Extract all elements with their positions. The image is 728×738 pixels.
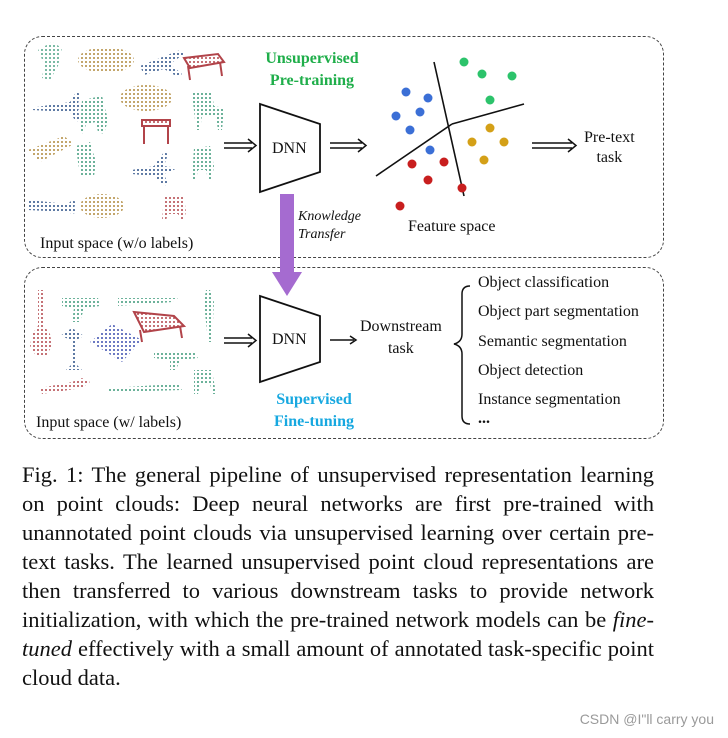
dnn-label-top: DNN: [272, 140, 307, 157]
task-item-ellipsis: ...: [478, 410, 490, 427]
table-cloud: [182, 52, 226, 81]
bed-cloud: [90, 324, 142, 362]
arrow-input-to-dnn-bottom: [224, 333, 258, 348]
knowledge-transfer-line1: Knowledge: [298, 209, 361, 224]
task-item: Object detection: [478, 362, 584, 379]
caption-suffix: effectively with a small amount of annot…: [22, 636, 654, 690]
knife-cloud: [108, 384, 182, 392]
arrow-dnn-to-features: [330, 138, 368, 153]
finetuning-title: Supervised Fine-tuning: [254, 389, 374, 433]
chair-cloud: [194, 370, 216, 394]
feature-space-separators: [375, 61, 525, 197]
chair-cloud: [38, 42, 62, 80]
downstream-task-label: Downstream task: [360, 316, 442, 360]
car-cloud: [78, 47, 134, 73]
task-item: Object classification: [478, 274, 610, 291]
table-cloud: [141, 119, 171, 144]
arrow-input-to-dnn: [224, 138, 258, 153]
task-item: Semantic segmentation: [478, 333, 627, 350]
watermark: CSDN @I"ll carry you: [579, 711, 714, 727]
figure: Unsupervised Pre-training DNN Input spac…: [24, 36, 664, 439]
pretraining-title-line2: Pre-training: [269, 72, 355, 89]
airplane-cloud: [140, 50, 184, 77]
finetuning-title-line2: Fine-tuning: [273, 413, 354, 430]
dnn-label-bottom: DNN: [272, 331, 307, 348]
car-cloud: [80, 194, 124, 218]
knowledge-transfer-arrow: [272, 194, 302, 296]
chair-cloud: [192, 146, 214, 180]
cluster-gold: [467, 123, 509, 165]
chair-cloud: [80, 96, 108, 134]
chair-cloud: [162, 196, 186, 220]
chair-cloud: [192, 92, 224, 130]
input-space-label-top: Input space (w/o labels): [40, 235, 194, 252]
car-cloud: [120, 85, 172, 111]
airplane-cloud: [28, 200, 78, 214]
feature-space-label: Feature space: [408, 218, 496, 235]
arrow-features-to-pretext: [532, 138, 578, 153]
pretext-label-line1: Pre-text: [584, 129, 635, 146]
table-cloud: [132, 310, 187, 343]
task-item: Object part segmentation: [478, 303, 639, 320]
lamp-cloud: [60, 328, 84, 370]
car-cloud: [28, 136, 74, 162]
dnn-trapezoid-bottom: [259, 294, 321, 384]
arrow-dnn-to-downstream: [330, 335, 358, 345]
guitar-cloud: [40, 378, 90, 394]
task-item: Instance segmentation: [478, 391, 621, 408]
input-space-label-bottom: Input space (w/ labels): [36, 414, 182, 431]
figure-drawing: [28, 42, 578, 425]
caption-emphasis: fine-tuned: [22, 607, 654, 661]
airplane-cloud: [132, 152, 178, 186]
finetuning-title-line1: Supervised: [276, 391, 352, 408]
guitar-cloud: [30, 290, 52, 356]
knife-cloud: [118, 298, 178, 306]
pretraining-panel: [24, 36, 664, 258]
chair-cloud: [76, 142, 96, 176]
cluster-blue: [391, 87, 435, 155]
caption-prefix: Fig. 1: The general pipeline of unsuperv…: [22, 462, 654, 632]
labeled-point-clouds: [30, 290, 216, 394]
airplane-cloud: [30, 92, 86, 122]
pretext-label: Pre-text task: [584, 128, 635, 168]
cluster-red: [395, 157, 467, 211]
gun-cloud: [154, 352, 198, 370]
pretraining-title: Unsupervised Pre-training: [252, 48, 372, 92]
downstream-label-line2: task: [387, 340, 414, 357]
knowledge-transfer-label: Knowledge Transfer: [298, 208, 361, 244]
task-brace: [453, 285, 471, 425]
gun-cloud: [62, 298, 100, 322]
dnn-trapezoid-top: [259, 102, 321, 194]
cluster-green: [459, 57, 517, 105]
knife-cloud: [204, 290, 214, 342]
downstream-label-line1: Downstream: [360, 318, 442, 335]
knowledge-transfer-line2: Transfer: [298, 227, 346, 242]
pretext-label-line2: task: [596, 149, 623, 166]
pretraining-title-line1: Unsupervised: [265, 50, 359, 67]
figure-caption: Fig. 1: The general pipeline of unsuperv…: [22, 460, 654, 692]
finetuning-panel: [24, 267, 664, 439]
unlabeled-point-clouds: [28, 42, 226, 220]
